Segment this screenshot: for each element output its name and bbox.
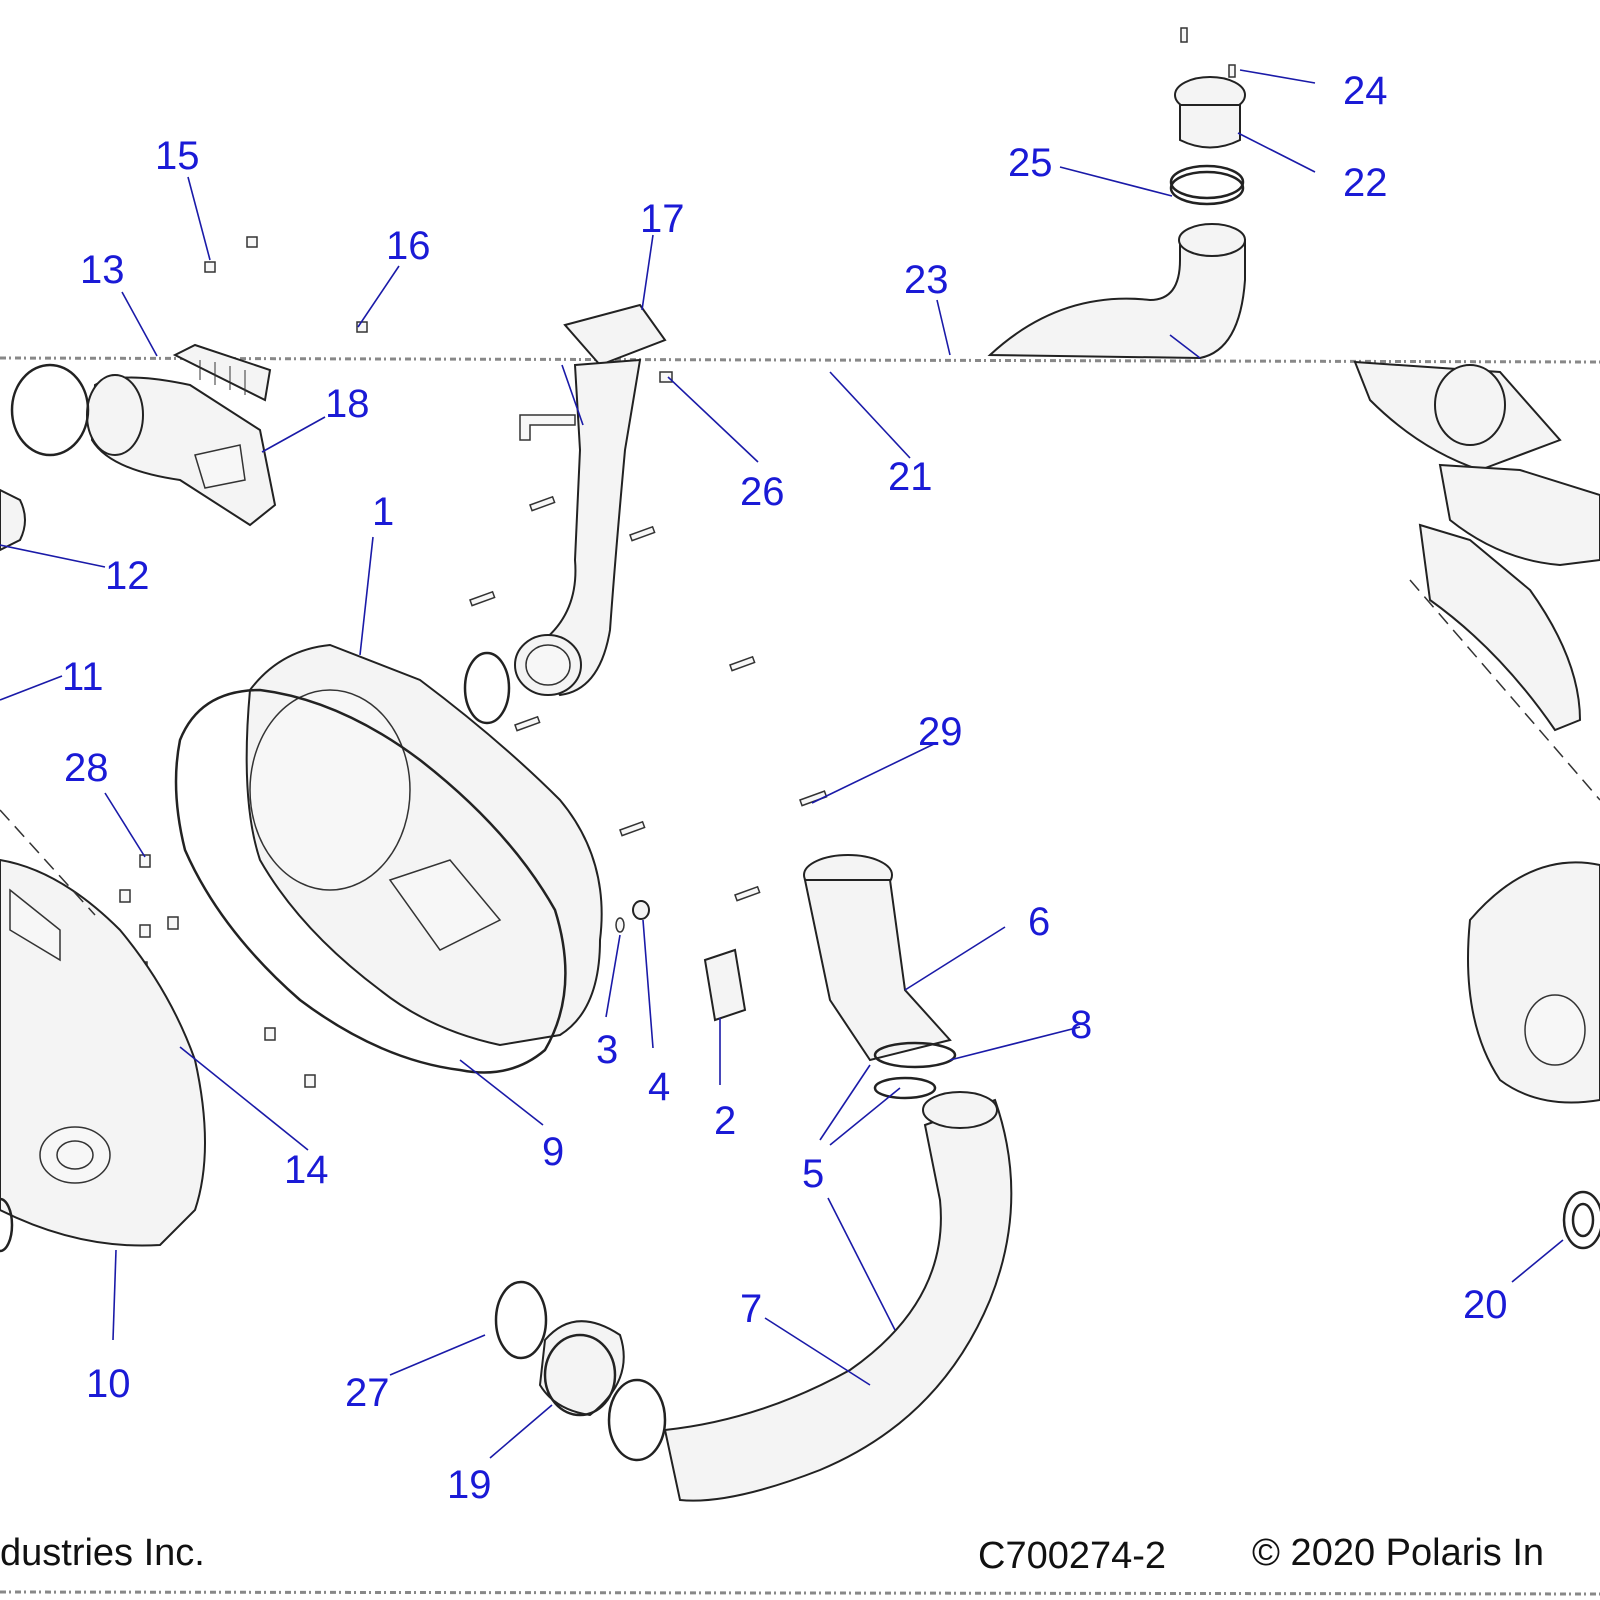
callout-28: 28 — [64, 746, 109, 790]
callout-23: 23 — [904, 258, 949, 302]
callout-11: 11 — [62, 655, 104, 699]
right-dash-line — [1409, 579, 1600, 801]
right-partial-housing — [1467, 861, 1600, 1104]
part-10-outer-clutch-cover — [0, 809, 206, 1247]
leader-lines — [0, 69, 1564, 1459]
callout-19: 19 — [447, 1463, 492, 1507]
callout-2: 2 — [714, 1099, 736, 1143]
hardware-screws — [119, 236, 828, 1088]
callout-14: 14 — [284, 1148, 329, 1192]
part-24-screw — [1180, 27, 1236, 78]
part-6-intake-boot — [803, 854, 952, 1062]
part-18-intake-housing — [86, 374, 277, 527]
part-25-clamp — [1169, 164, 1245, 206]
callout-26: 26 — [740, 470, 785, 514]
callout-27: 27 — [345, 1371, 390, 1415]
left-partial-ring — [0, 1197, 14, 1253]
callout-18: 18 — [325, 382, 370, 426]
part-13-screen — [172, 343, 272, 402]
callout-1: 1 — [372, 490, 394, 534]
part-12-clamp-ring — [10, 363, 90, 457]
part-19-coupler — [538, 1320, 625, 1417]
part-27-clamp — [494, 1280, 548, 1360]
footer-figure-code: C700274-2 — [978, 1535, 1166, 1577]
part-17-intake-duct — [514, 303, 667, 697]
callout-24: 24 — [1343, 69, 1388, 113]
callout-29: 29 — [918, 710, 963, 754]
callout-21: 21 — [888, 455, 933, 499]
part-23-outlet-duct — [987, 223, 1246, 360]
part-2-label — [703, 948, 747, 1022]
right-partial-duct — [1353, 360, 1600, 732]
part-9-cover-seal — [174, 688, 567, 1074]
callout-7: 7 — [740, 1287, 762, 1331]
clamp-ring — [463, 651, 511, 725]
part-4-nut — [632, 900, 650, 920]
part-7-elbow-duct — [663, 1091, 1013, 1502]
part-22-outlet-cap — [1174, 76, 1246, 149]
footer-copyright: © 2020 Polaris In — [1252, 1532, 1544, 1574]
part-1-inner-clutch-cover — [245, 643, 603, 1047]
callout-20: 20 — [1463, 1283, 1508, 1327]
callout-13: 13 — [80, 248, 125, 292]
callout-25: 25 — [1008, 141, 1053, 185]
callout-22: 22 — [1343, 161, 1388, 205]
callout-16: 16 — [386, 224, 431, 268]
part-8-clamp — [873, 1041, 957, 1069]
callout-15: 15 — [155, 134, 200, 178]
part-5-seal — [873, 1076, 937, 1100]
callout-9: 9 — [542, 1130, 564, 1174]
callout-6: 6 — [1028, 900, 1050, 944]
callout-4: 4 — [648, 1065, 670, 1109]
callout-5: 5 — [802, 1152, 824, 1196]
part-20-seal-ring — [1562, 1190, 1600, 1250]
part-27-clamp-2 — [607, 1378, 667, 1462]
callout-10: 10 — [86, 1362, 131, 1406]
callout-12: 12 — [105, 554, 150, 598]
scan-bottom-noise — [0, 1590, 1600, 1596]
callout-3: 3 — [596, 1028, 618, 1072]
footer-company-text: dustries Inc. — [0, 1532, 205, 1574]
callout-17: 17 — [640, 197, 685, 241]
callout-8: 8 — [1070, 1003, 1092, 1047]
part-3-washer — [615, 917, 625, 933]
scan-crease-line — [0, 356, 1600, 364]
part-12-boot — [0, 488, 26, 552]
